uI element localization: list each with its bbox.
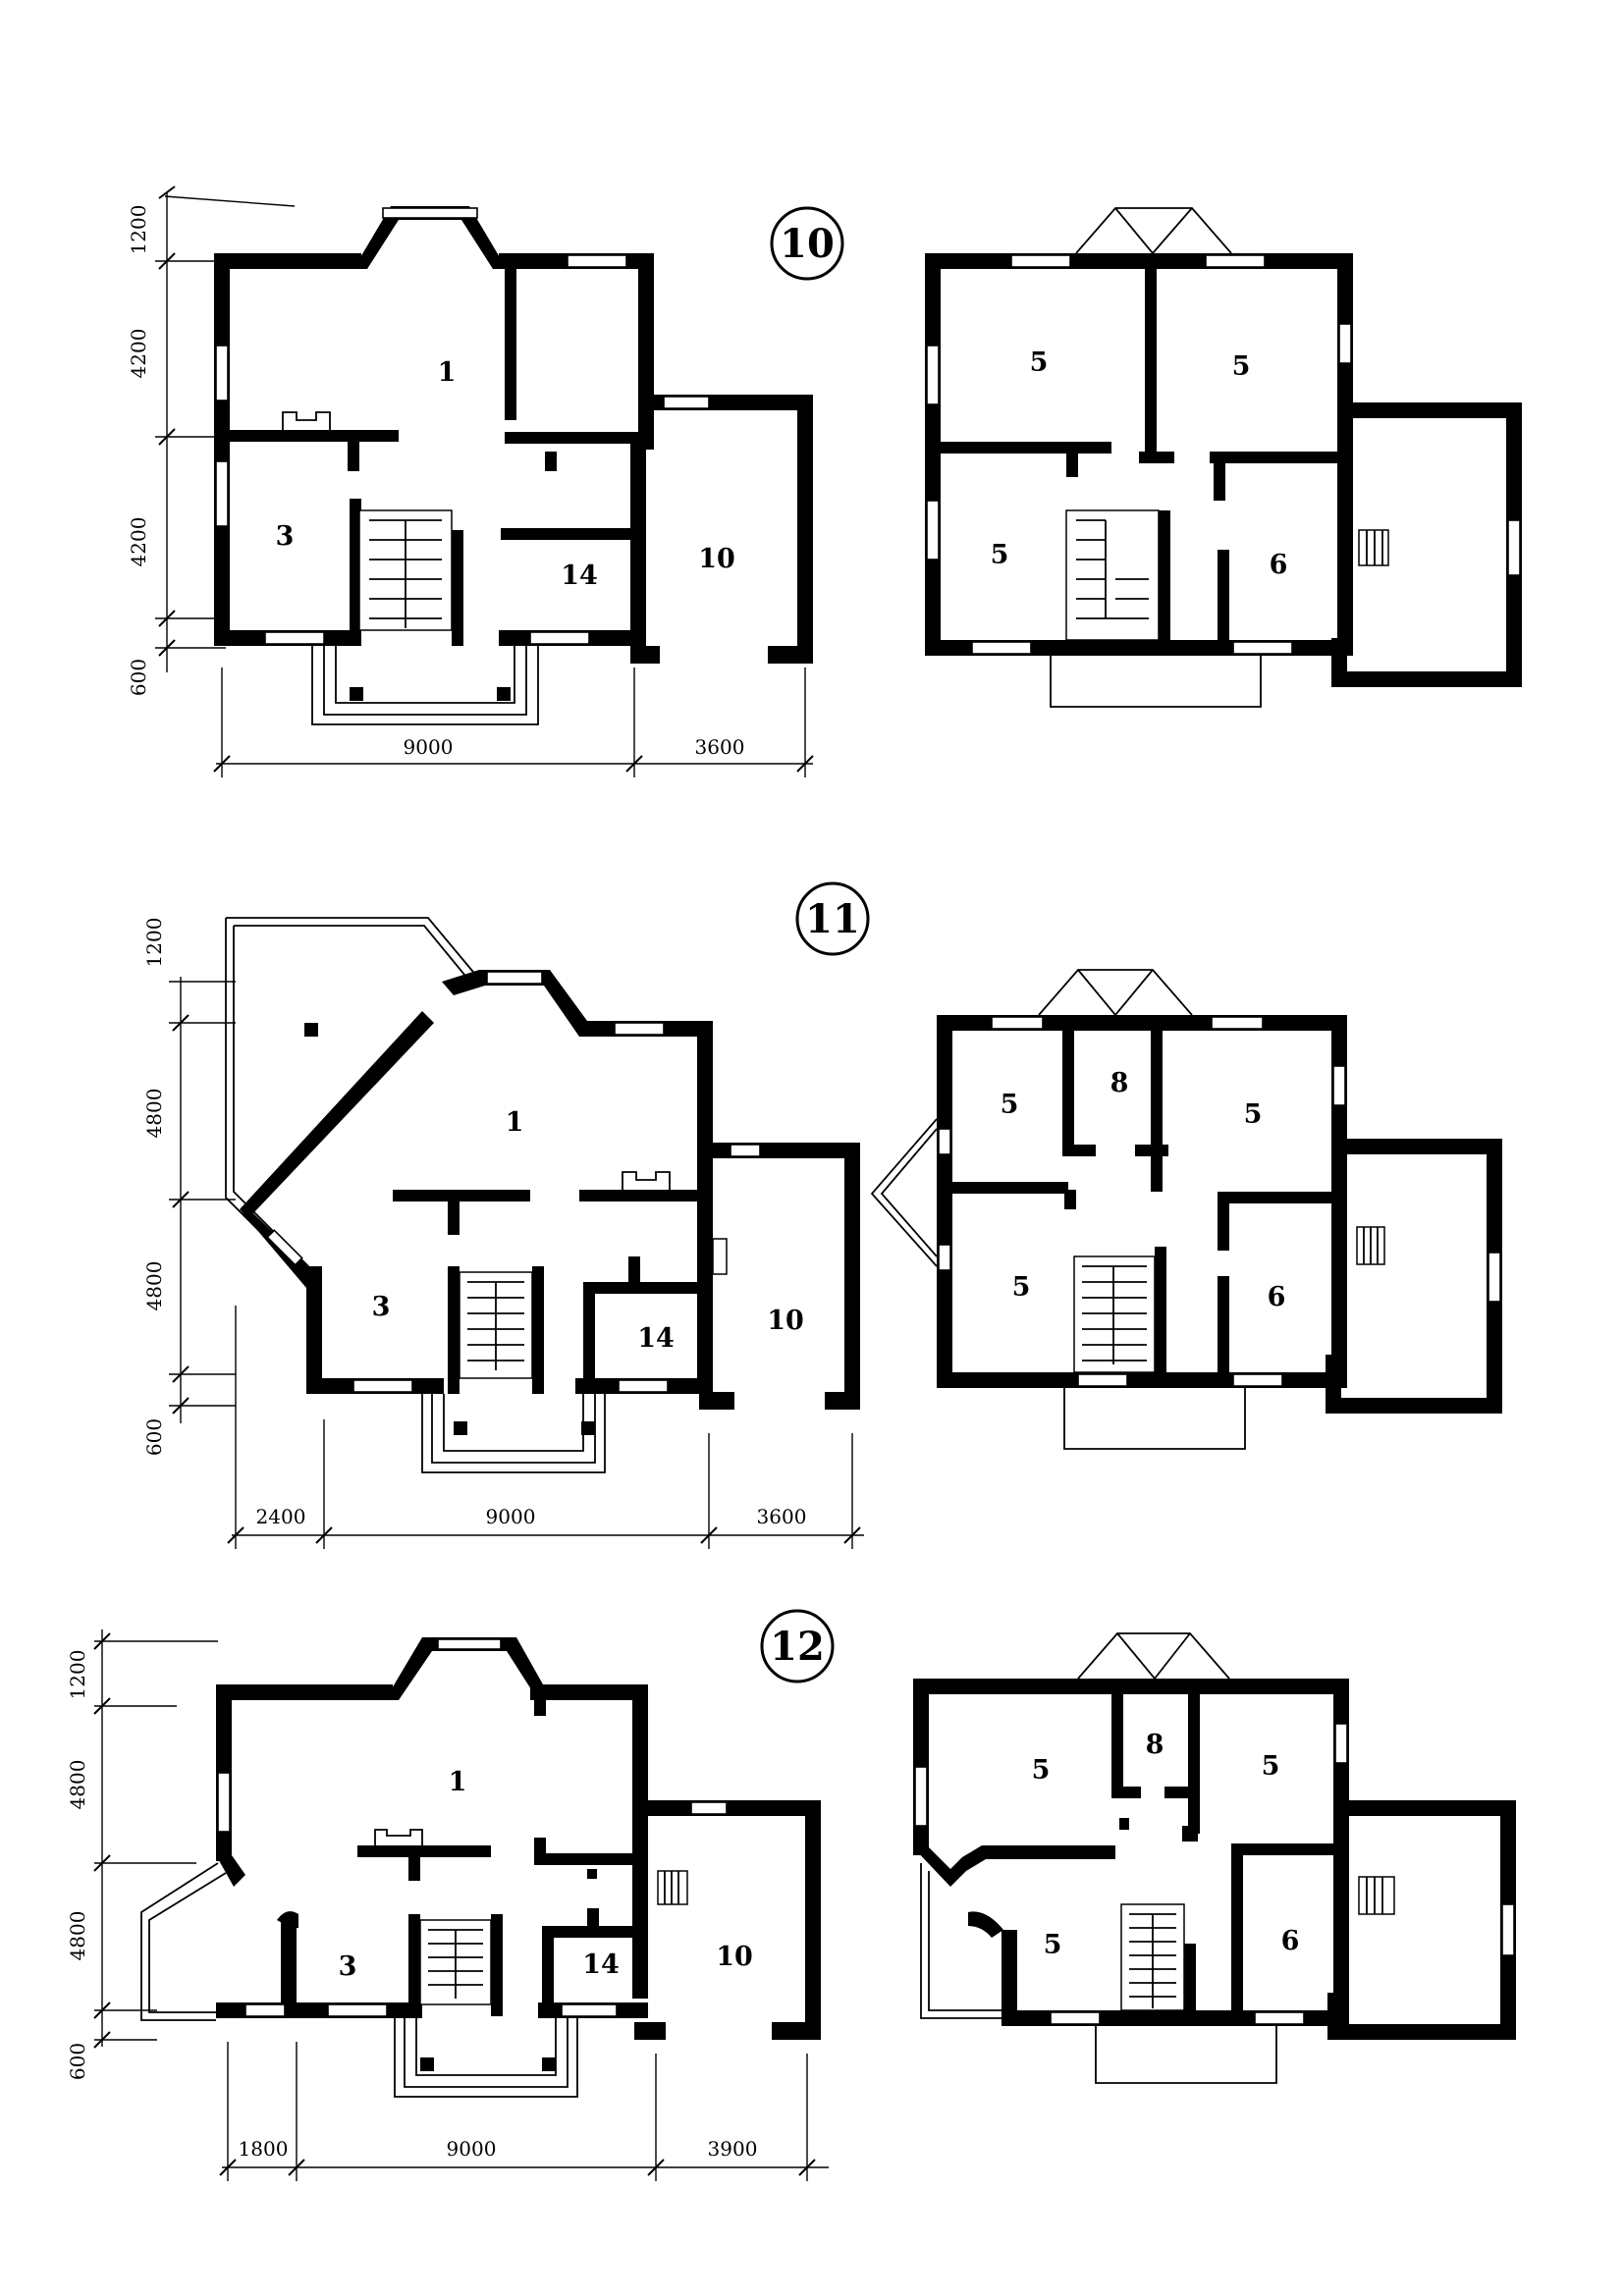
dim-10-h-9000: 9000: [404, 735, 454, 759]
room-10-u-5b: 5: [1232, 351, 1251, 382]
room-12-g-10: 10: [716, 1942, 753, 1972]
room-11-u-5b: 5: [1244, 1099, 1263, 1130]
upper-floor-11: 5 8 5 5 6: [870, 969, 1502, 1450]
dim-12-v-4800a: 4800: [66, 1760, 89, 1810]
dim-12-v-600: 600: [66, 2043, 89, 2080]
room-12-u-6: 6: [1281, 1926, 1300, 1956]
room-12-u-5c: 5: [1044, 1930, 1062, 1960]
dim-10-h-3600: 3600: [695, 735, 745, 759]
dim-12-h-3900: 3900: [708, 2137, 758, 2161]
variant-12: 12: [66, 1609, 1516, 2181]
room-12-g-14: 14: [582, 1949, 620, 1980]
badge-10: 10: [770, 206, 844, 281]
dim-11-h-2400: 2400: [256, 1505, 306, 1528]
room-10-g-10: 10: [698, 544, 735, 574]
dim-12-v-1200: 1200: [66, 1650, 89, 1700]
dim-11-h-9000: 9000: [486, 1505, 536, 1528]
dim-10-v-4200b: 4200: [127, 517, 150, 567]
room-11-g-3: 3: [372, 1292, 391, 1322]
ground-floor-10: 1 3 14 10 1200 4200 4200 600: [127, 186, 814, 777]
dim-11-h-3600: 3600: [757, 1505, 807, 1528]
dim-11-v-600: 600: [142, 1418, 166, 1456]
room-12-g-1: 1: [449, 1767, 467, 1797]
variant-10: 10: [127, 186, 1522, 777]
dim-12-v-4800b: 4800: [66, 1911, 89, 1961]
room-12-u-8: 8: [1146, 1730, 1164, 1760]
room-10-u-5c: 5: [991, 540, 1009, 570]
badge-12-label: 12: [770, 1624, 825, 1670]
badge-10-label: 10: [780, 221, 835, 267]
ground-floor-12: 1 3 14 10 1200 4800 4800 600: [66, 1629, 829, 2181]
room-11-u-5a: 5: [1001, 1090, 1019, 1120]
dim-10-v-600: 600: [127, 659, 150, 696]
room-12-u-5a: 5: [1032, 1755, 1051, 1786]
dim-11-v-4800a: 4800: [142, 1089, 166, 1139]
room-11-u-5c: 5: [1012, 1272, 1031, 1303]
room-10-g-14: 14: [561, 561, 598, 591]
dim-11-v-4800b: 4800: [142, 1261, 166, 1311]
room-12-g-3: 3: [339, 1951, 357, 1982]
room-11-g-1: 1: [506, 1107, 524, 1138]
ground-floor-11: 1 3 14 10 1200 4800 4800 600: [142, 917, 864, 1549]
badge-11: 11: [795, 881, 870, 956]
badge-11-label: 11: [805, 896, 860, 942]
dim-10-v-4200a: 4200: [127, 329, 150, 379]
dim-10-v-1200: 1200: [127, 205, 150, 255]
badge-12: 12: [760, 1609, 835, 1683]
room-10-u-5a: 5: [1030, 347, 1049, 378]
room-10-u-6: 6: [1270, 550, 1288, 580]
room-11-g-10: 10: [767, 1306, 804, 1336]
room-11-g-14: 14: [637, 1323, 675, 1354]
dim-11-v-1200: 1200: [142, 918, 166, 968]
room-10-g-1: 1: [438, 357, 457, 388]
room-11-u-8: 8: [1110, 1068, 1129, 1098]
room-12-u-5b: 5: [1262, 1751, 1280, 1782]
upper-floor-12: 5 8 5 5 6: [913, 1632, 1516, 2084]
dim-12-h-9000: 9000: [447, 2137, 497, 2161]
upper-floor-10: 5 5 5 6: [925, 207, 1522, 708]
room-11-u-6: 6: [1268, 1282, 1286, 1312]
variant-11: 11: [142, 881, 1502, 1549]
room-10-g-3: 3: [276, 521, 295, 552]
dim-12-h-1800: 1800: [239, 2137, 289, 2161]
